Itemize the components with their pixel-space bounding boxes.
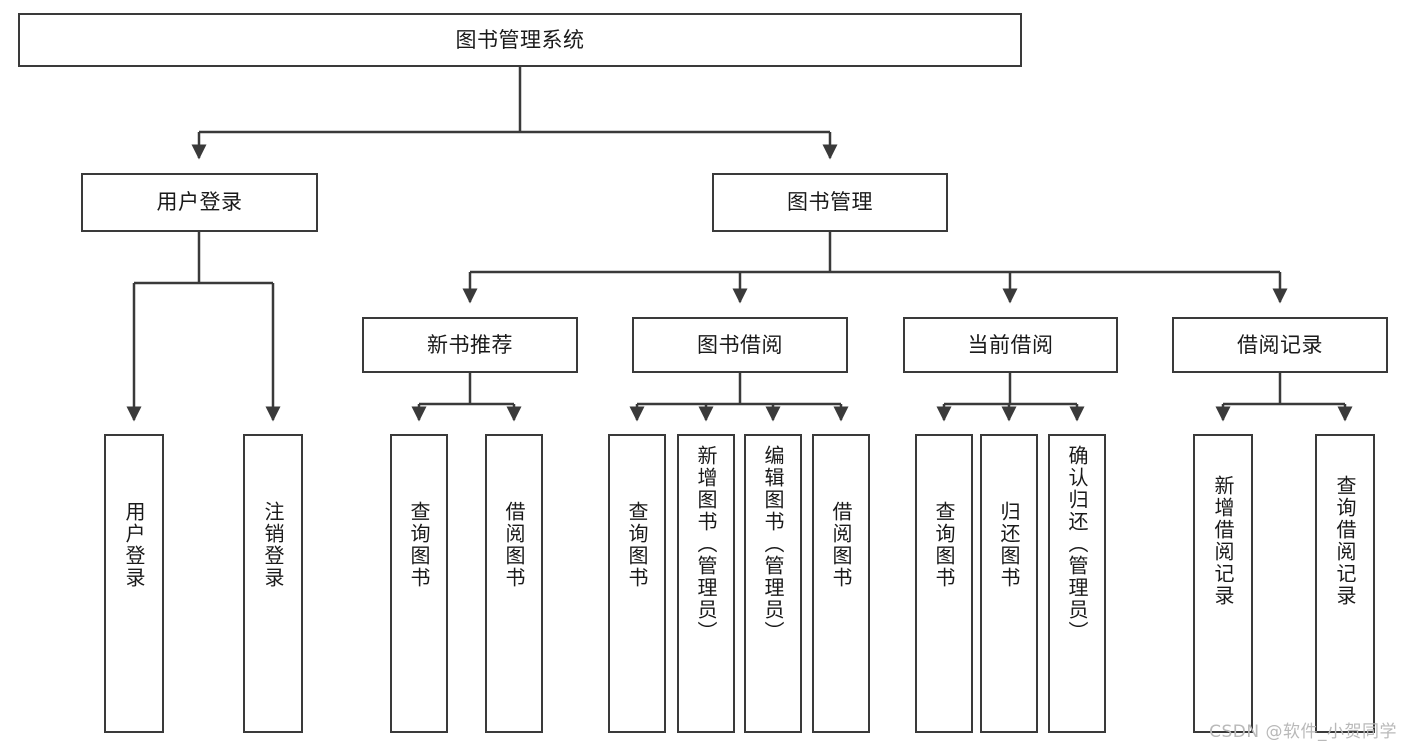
node-borrow-records[interactable]: 借阅记录	[1172, 317, 1388, 373]
node-new-book-recommend-label: 新书推荐	[427, 332, 513, 357]
node-root-label: 图书管理系统	[455, 27, 585, 52]
leaf-newbook-query-books[interactable]: 查询图书	[390, 434, 448, 733]
leaf-logout[interactable]: 注销登录	[243, 434, 303, 733]
leaf-current-query-books-label: 查询图书	[932, 501, 956, 589]
leaf-borrow-books[interactable]: 借阅图书	[812, 434, 870, 733]
leaf-add-borrow-record-label: 新增借阅记录	[1211, 475, 1235, 607]
leaf-newbook-query-books-label: 查询图书	[407, 501, 431, 589]
node-book-borrow[interactable]: 图书借阅	[632, 317, 848, 373]
leaf-borrow-books-label: 借阅图书	[829, 501, 853, 589]
leaf-query-borrow-record-label: 查询借阅记录	[1333, 475, 1357, 607]
leaf-user-login[interactable]: 用户登录	[104, 434, 164, 733]
node-current-borrow-label: 当前借阅	[967, 332, 1054, 357]
leaf-borrow-query-books[interactable]: 查询图书	[608, 434, 666, 733]
leaf-current-query-books[interactable]: 查询图书	[915, 434, 973, 733]
node-user-login[interactable]: 用户登录	[81, 173, 318, 232]
leaf-add-book-admin[interactable]: 新增图书（管理员）	[677, 434, 735, 733]
csdn-watermark: CSDN @软件_小贺同学	[1209, 722, 1397, 742]
leaf-query-borrow-record[interactable]: 查询借阅记录	[1315, 434, 1375, 733]
node-user-login-label: 用户登录	[156, 190, 243, 215]
leaf-logout-label: 注销登录	[261, 501, 285, 589]
leaf-return-books-label: 归还图书	[997, 501, 1021, 589]
node-book-management-label: 图书管理	[787, 190, 873, 215]
leaf-add-borrow-record[interactable]: 新增借阅记录	[1193, 434, 1253, 733]
leaf-return-books[interactable]: 归还图书	[980, 434, 1038, 733]
node-book-management[interactable]: 图书管理	[712, 173, 948, 232]
leaf-confirm-return-admin[interactable]: 确认归还（管理员）	[1048, 434, 1106, 733]
node-current-borrow[interactable]: 当前借阅	[903, 317, 1118, 373]
leaf-borrow-query-books-label: 查询图书	[625, 501, 649, 589]
node-book-borrow-label: 图书借阅	[697, 332, 783, 357]
leaf-edit-book-admin-label: 编辑图书（管理员）	[761, 445, 785, 643]
leaf-newbook-borrow-books[interactable]: 借阅图书	[485, 434, 543, 733]
leaf-confirm-return-admin-label: 确认归还（管理员）	[1065, 445, 1089, 643]
node-root[interactable]: 图书管理系统	[18, 13, 1022, 67]
node-borrow-records-label: 借阅记录	[1237, 332, 1323, 357]
leaf-newbook-borrow-books-label: 借阅图书	[502, 501, 526, 589]
leaf-add-book-admin-label: 新增图书（管理员）	[694, 445, 718, 643]
node-new-book-recommend[interactable]: 新书推荐	[362, 317, 578, 373]
leaf-edit-book-admin[interactable]: 编辑图书（管理员）	[744, 434, 802, 733]
leaf-user-login-label: 用户登录	[122, 501, 146, 589]
